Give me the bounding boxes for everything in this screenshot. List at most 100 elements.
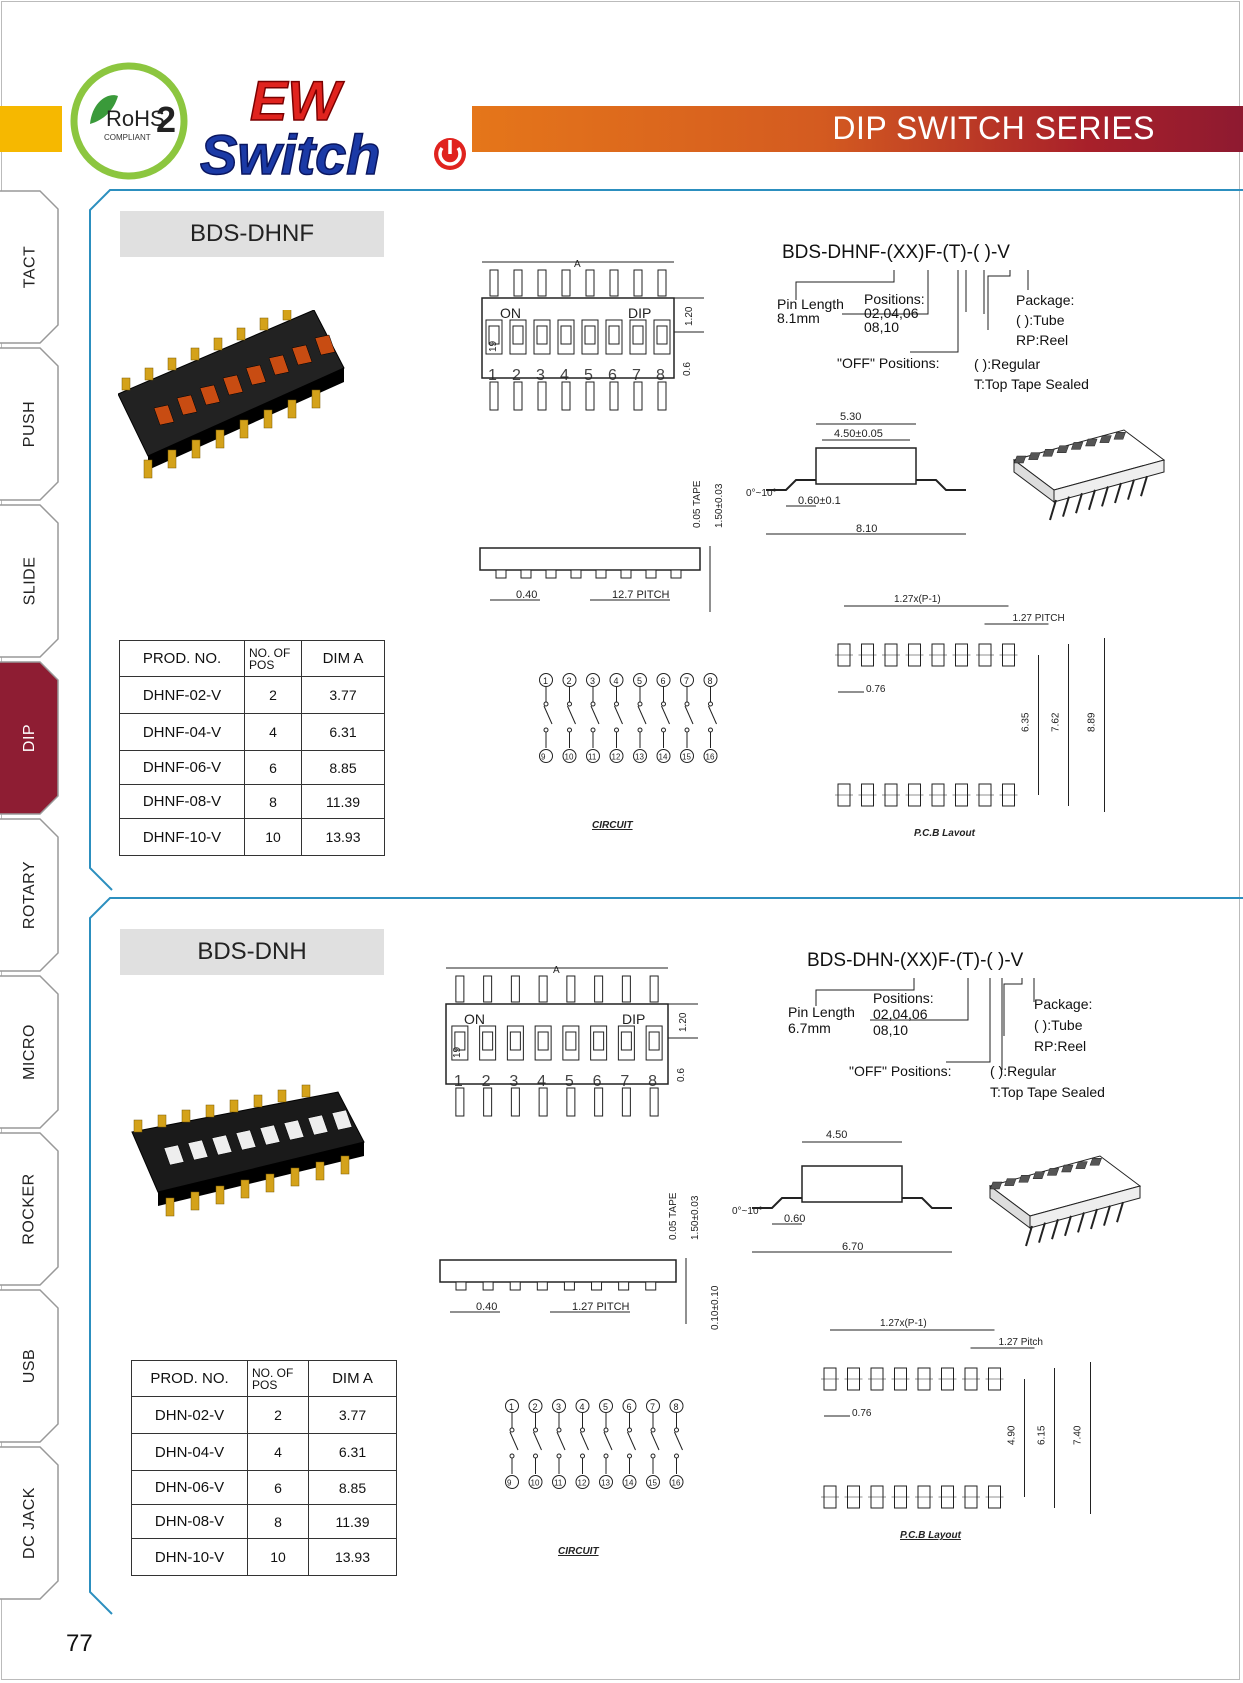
svg-text:CIRCUIT: CIRCUIT [558, 1546, 599, 1557]
svg-text:1: 1 [509, 1402, 514, 1412]
side-tab-dip[interactable]: DIP [0, 661, 60, 815]
svg-text:19: 19 [452, 1046, 463, 1058]
svg-text:0.6: 0.6 [682, 362, 693, 376]
svg-text:1.27 PITCH: 1.27 PITCH [572, 1301, 630, 1313]
tab-shape [0, 1289, 59, 1443]
page-number: 77 [66, 1630, 93, 1657]
table-cell-prod: DHN-08-V [131, 1504, 248, 1539]
side-tab-rotary[interactable]: ROTARY [0, 818, 60, 972]
svg-text:4.50±0.05: 4.50±0.05 [834, 428, 883, 440]
svg-text:ON: ON [464, 1011, 485, 1027]
svg-text:5: 5 [565, 1073, 574, 1090]
table-cell-pos: 2 [244, 676, 302, 714]
svg-text:14: 14 [625, 1479, 634, 1488]
svg-text:Switch: Switch [200, 123, 380, 182]
svg-text:1.27 PITCH: 1.27 PITCH [1013, 613, 1065, 624]
svg-text:12: 12 [578, 1479, 587, 1488]
side-tab-usb[interactable]: USB [0, 1289, 60, 1443]
svg-text:4.90: 4.90 [1007, 1425, 1018, 1445]
svg-text:0.76: 0.76 [852, 1408, 872, 1419]
package: Package: ( ):Tube RP:Reel [1034, 996, 1093, 1054]
svg-text:16: 16 [706, 753, 715, 762]
part-number-leaders [815, 978, 1035, 1070]
table-header-dim: DIM A [301, 640, 385, 677]
svg-text:8: 8 [674, 1402, 679, 1412]
part-number: BDS-DHNF-(XX)F-(T)-( )-V [782, 242, 1010, 263]
tab-shape [0, 1446, 59, 1600]
svg-text:1.20: 1.20 [684, 306, 695, 326]
part-number-leaders [795, 270, 1029, 353]
off-positions: "OFF" Positions: [849, 1063, 952, 1079]
table-cell-dim: 13.93 [308, 1538, 397, 1576]
svg-text:8: 8 [648, 1073, 657, 1090]
svg-text:12: 12 [612, 753, 621, 762]
svg-text:0.05 TAPE: 0.05 TAPE [692, 480, 703, 528]
table-cell-pos: 4 [247, 1433, 309, 1471]
svg-text:EW: EW [250, 69, 344, 132]
svg-text:1: 1 [543, 676, 548, 686]
seal-type: ( ):Regular T:Top Tape Sealed [990, 1063, 1105, 1100]
svg-text:4.50: 4.50 [826, 1129, 847, 1141]
svg-text:1: 1 [454, 1073, 463, 1090]
positions: Positions: 02,04,06 08,10 [864, 291, 925, 335]
svg-text:2: 2 [512, 367, 521, 384]
side-tab-dc-jack[interactable]: DC JACK [0, 1446, 60, 1600]
svg-text:CIRCUIT: CIRCUIT [592, 820, 633, 831]
svg-text:6.70: 6.70 [842, 1241, 863, 1253]
side-tab-slide[interactable]: SLIDE [0, 504, 60, 658]
table-cell-prod: DHNF-10-V [119, 818, 245, 856]
svg-text:13: 13 [601, 1479, 610, 1488]
table-cell-pos: 10 [244, 818, 302, 856]
profile-drawing: 4.500°~10°0.606.70 [732, 1129, 952, 1253]
table-cell-dim: 3.77 [301, 676, 385, 714]
model-name-box: BDS-DNH [120, 929, 384, 975]
side-tab-tact[interactable]: TACT [0, 190, 60, 344]
svg-text:5.30: 5.30 [840, 411, 861, 423]
svg-text:6.15: 6.15 [1037, 1425, 1048, 1445]
svg-text:12.7 PITCH: 12.7 PITCH [612, 589, 670, 601]
svg-text:P.C.B Layout: P.C.B Layout [914, 828, 976, 836]
table-cell-prod: DHN-02-V [131, 1396, 248, 1434]
svg-text:15: 15 [682, 753, 691, 762]
svg-text:13: 13 [635, 753, 644, 762]
svg-text:2: 2 [567, 676, 572, 686]
svg-text:1.50±0.03: 1.50±0.03 [714, 483, 725, 528]
table-cell-prod: DHNF-06-V [119, 750, 245, 785]
svg-text:7.62: 7.62 [1051, 712, 1062, 732]
svg-text:7: 7 [650, 1402, 655, 1412]
svg-text:16: 16 [672, 1479, 681, 1488]
product-photo [131, 1084, 365, 1217]
side-tab-push[interactable]: PUSH [0, 347, 60, 501]
side-tab-micro[interactable]: MICRO [0, 975, 60, 1129]
svg-text:8.89: 8.89 [1087, 712, 1098, 732]
svg-text:3: 3 [590, 676, 595, 686]
svg-text:4: 4 [537, 1073, 546, 1090]
side-tab-rocker[interactable]: ROCKER [0, 1132, 60, 1286]
table-cell-prod: DHNF-08-V [119, 784, 245, 819]
header-yellow-bar [0, 106, 62, 152]
table-cell-dim: 3.77 [308, 1396, 397, 1434]
section-1-frame [89, 189, 1243, 891]
svg-text:4: 4 [614, 676, 619, 686]
svg-text:0.60±0.1: 0.60±0.1 [798, 495, 841, 507]
svg-text:1.27x(P-1): 1.27x(P-1) [894, 594, 941, 605]
svg-text:8: 8 [656, 367, 665, 384]
table-cell-dim: 6.31 [308, 1433, 397, 1471]
table-cell-pos: 10 [247, 1538, 309, 1576]
ew-switch-logo: EW Switch [200, 68, 466, 182]
table-header-pos: NO. OF POS [244, 640, 302, 677]
svg-text:8: 8 [708, 676, 713, 686]
pin-length: Pin Length 8.1mm [777, 296, 844, 326]
svg-text:11: 11 [554, 1479, 563, 1488]
section-2-frame [89, 897, 1243, 1615]
svg-text:5: 5 [584, 367, 593, 384]
